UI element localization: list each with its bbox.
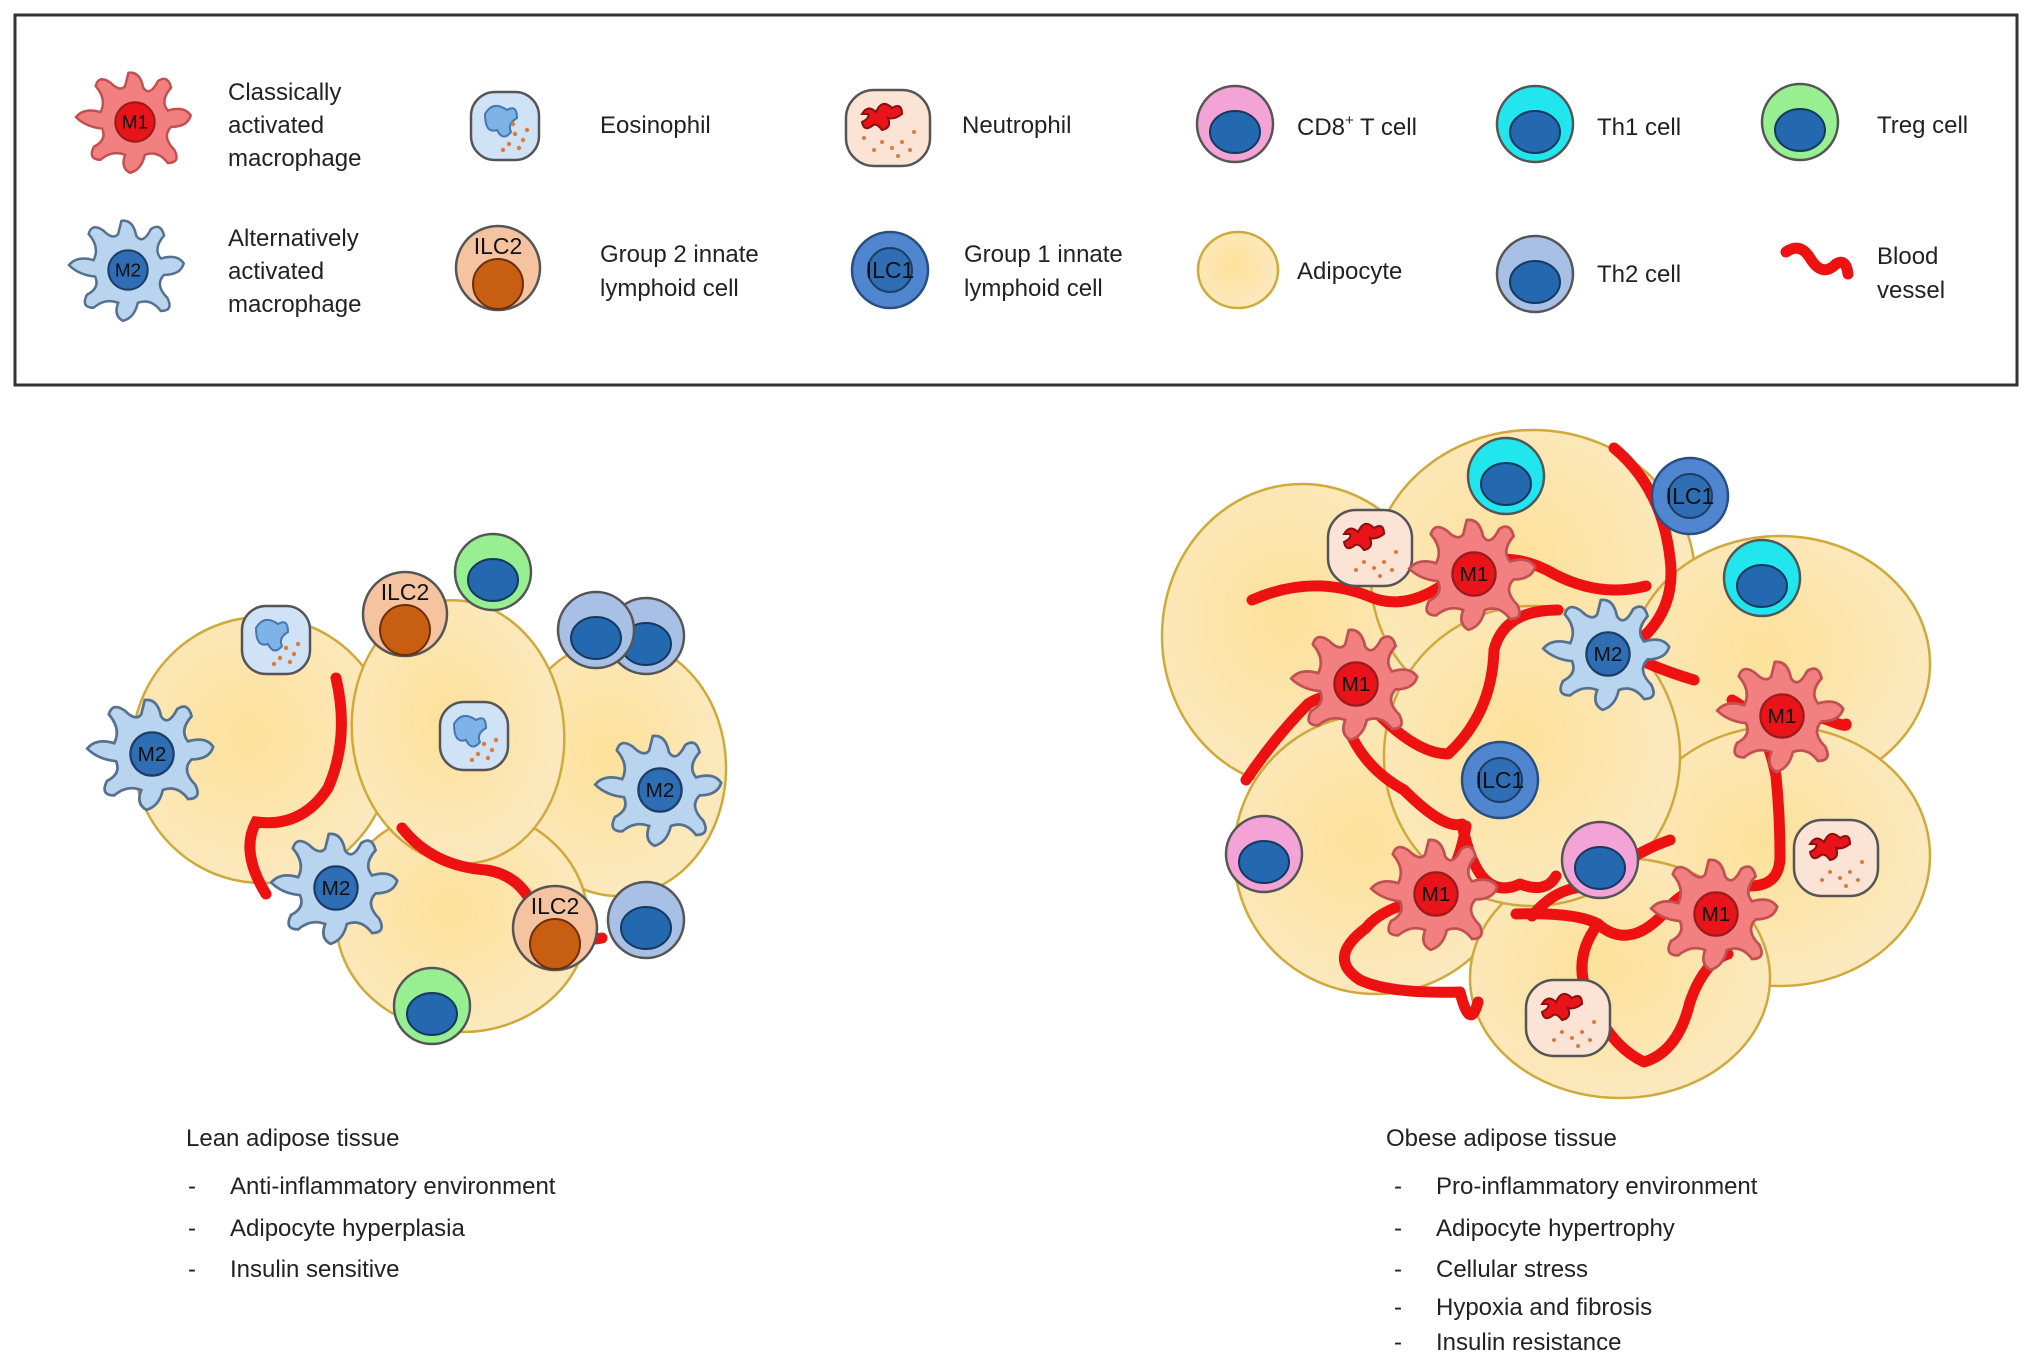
ilc2-cell: ILC2	[511, 884, 599, 972]
legend-treg-icon	[1760, 82, 1840, 162]
th1-cell	[1466, 436, 1546, 516]
m2-macrophage: M2	[593, 734, 723, 848]
legend-ilc2-icon: ILC2	[454, 224, 542, 312]
m1-macrophage: M1	[1369, 838, 1499, 952]
bullet-marker: -	[188, 1215, 196, 1242]
legend-cd8-icon	[1195, 84, 1275, 164]
bullet-marker: -	[188, 1173, 196, 1200]
legend-m2-label: Alternatively activated macrophage	[228, 225, 365, 318]
ilc2-label: ILC2	[531, 893, 580, 919]
th2-cell	[606, 880, 686, 960]
lean-bullets: - Anti-inflammatory environment - Adipoc…	[188, 1173, 556, 1283]
lean-title: Lean adipose tissue	[186, 1125, 400, 1152]
treg-cell	[392, 966, 472, 1046]
blood-vessel	[244, 672, 347, 900]
bullet-marker: -	[1394, 1256, 1402, 1283]
treg-cell	[453, 532, 533, 612]
obese-bullet: Hypoxia and fibrosis	[1436, 1294, 1652, 1321]
legend-m1-glyph: M1	[122, 112, 148, 133]
neutrophil	[1792, 818, 1880, 898]
blood-vessel	[1608, 442, 1700, 686]
ilc2-cell: ILC2	[361, 570, 449, 658]
legend-treg-label: Treg cell	[1877, 112, 1968, 139]
bullet-marker: -	[1394, 1294, 1402, 1321]
m1-label: M1	[1768, 705, 1797, 728]
cd8-t-cell	[1224, 814, 1304, 894]
m1-label: M1	[1460, 563, 1489, 586]
lean-bullet: Adipocyte hyperplasia	[230, 1215, 465, 1242]
legend-adipocyte-label: Adipocyte	[1297, 258, 1402, 285]
neutrophil	[1326, 508, 1414, 588]
legend-cd8-label: CD8+ T cell	[1297, 112, 1417, 141]
th1-cell	[1722, 538, 1802, 618]
m2-macrophage: M2	[85, 698, 215, 812]
legend-m1-label: Classically activated macrophage	[228, 79, 361, 172]
legend-neutrophil-label: Neutrophil	[962, 112, 1071, 139]
eosinophil	[240, 604, 312, 676]
ilc2-label: ILC2	[381, 579, 430, 605]
legend-vessel-label: Blood vessel	[1877, 243, 1945, 304]
m2-macrophage: M2	[269, 832, 399, 946]
legend-th2-label: Th2 cell	[1597, 261, 1681, 288]
obese-tissue: ILC1 ILC1 M2 M1 M1 M1	[1160, 428, 1932, 1100]
cd8-t-cell	[1560, 820, 1640, 900]
bullet-marker: -	[1394, 1329, 1402, 1356]
m1-macrophage: M1	[1407, 518, 1537, 632]
m2-label: M2	[646, 779, 675, 802]
obese-bullet: Pro-inflammatory environment	[1436, 1173, 1758, 1200]
legend-th1-icon	[1495, 84, 1575, 164]
legend-m2-icon: M2	[67, 219, 185, 323]
m2-label: M2	[138, 743, 167, 766]
m1-label: M1	[1422, 883, 1451, 906]
legend-th1-label: Th1 cell	[1597, 114, 1681, 141]
m1-macrophage: M1	[1649, 858, 1779, 972]
legend-eosinophil-icon	[469, 90, 541, 162]
obese-bullet: Cellular stress	[1436, 1256, 1588, 1283]
m1-label: M1	[1702, 903, 1731, 926]
m1-macrophage: M1	[1289, 628, 1419, 742]
legend-m1-icon: M1	[74, 71, 192, 175]
neutrophil	[1524, 978, 1612, 1058]
obese-bullets: - Pro-inflammatory environment - Adipocy…	[1394, 1173, 1758, 1356]
bullet-marker: -	[1394, 1215, 1402, 1242]
ilc1-cell: ILC1	[1460, 740, 1540, 820]
legend-adipocyte-icon	[1196, 230, 1280, 310]
m2-label: M2	[1594, 643, 1623, 666]
m2-label: M2	[322, 877, 351, 900]
eosinophil	[438, 700, 510, 772]
ilc1-label: ILC1	[1666, 483, 1715, 509]
legend-ilc1-label: Group 1 innate lymphoid cell	[964, 241, 1129, 302]
legend-vessel-icon	[1780, 242, 1854, 280]
obese-bullet: Insulin resistance	[1436, 1329, 1621, 1356]
lean-bullet: Anti-inflammatory environment	[230, 1173, 556, 1200]
lean-tissue: ILC2 ILC2 M2	[85, 532, 728, 1046]
legend-ilc2-glyph: ILC2	[474, 233, 523, 259]
m1-label: M1	[1342, 673, 1371, 696]
th2-cell	[556, 590, 636, 670]
obese-title: Obese adipose tissue	[1386, 1125, 1617, 1152]
bullet-marker: -	[1394, 1173, 1402, 1200]
obese-bullet: Adipocyte hypertrophy	[1436, 1215, 1675, 1242]
legend-th2-icon	[1495, 234, 1575, 314]
legend-ilc1-icon: ILC1	[850, 230, 930, 310]
legend-ilc1-glyph: ILC1	[866, 257, 915, 283]
legend-neutrophil-icon	[844, 88, 932, 168]
lean-bullet: Insulin sensitive	[230, 1256, 399, 1283]
blood-vessel	[1240, 604, 1564, 786]
legend-box	[13, 13, 2019, 387]
legend-eosinophil-label: Eosinophil	[600, 112, 711, 139]
bullet-marker: -	[188, 1256, 196, 1283]
ilc1-label: ILC1	[1476, 767, 1525, 793]
legend-ilc2-label: Group 2 innate lymphoid cell	[600, 241, 765, 302]
legend-m2-glyph: M2	[115, 260, 141, 281]
ilc1-cell: ILC1	[1650, 456, 1730, 536]
m2-macrophage: M2	[1541, 598, 1671, 712]
m1-macrophage: M1	[1715, 660, 1845, 774]
